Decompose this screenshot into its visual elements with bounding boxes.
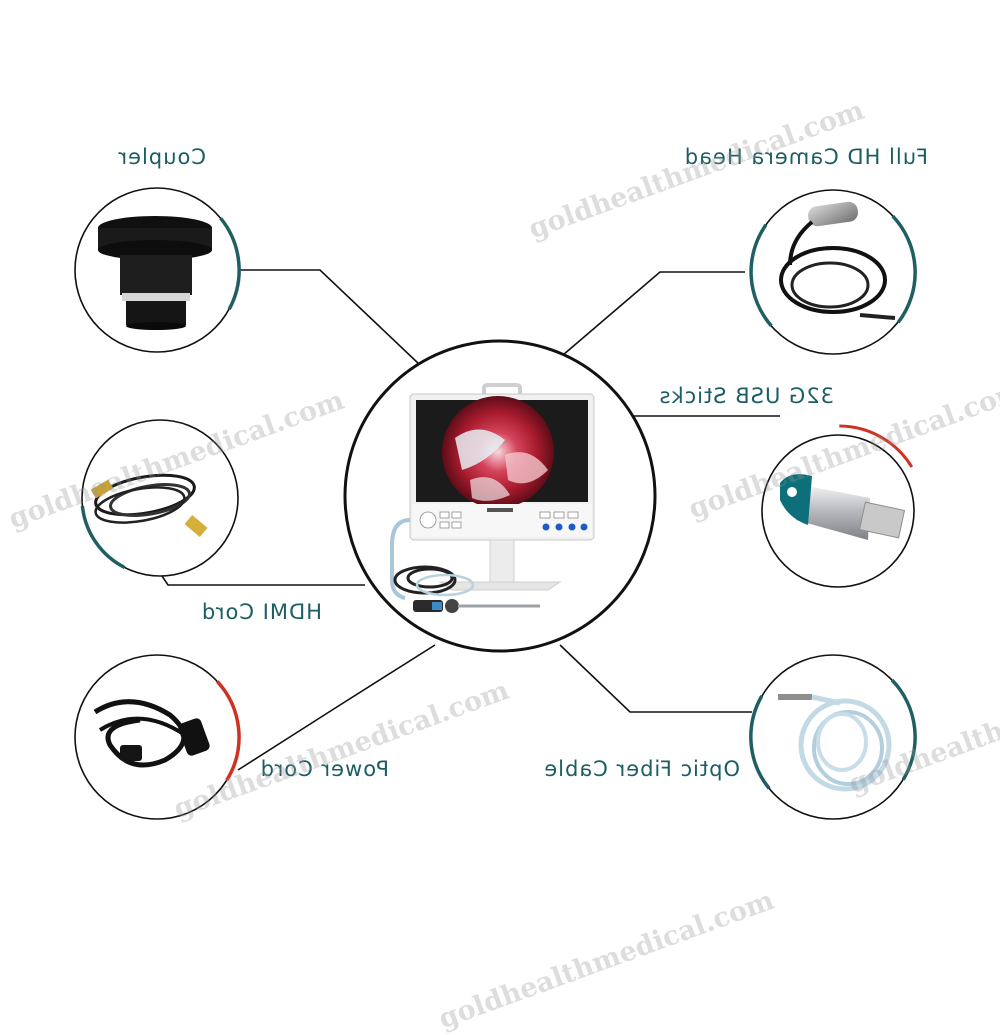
connector-lines	[159, 269, 780, 771]
camera-head-circle	[749, 189, 917, 355]
hdmi-connector	[159, 572, 365, 586]
coupler-circle	[74, 187, 241, 353]
power-connector	[237, 644, 436, 771]
optic-fiber-label: Optic Fiber Cable	[543, 757, 740, 781]
central-monitor-circle	[343, 339, 657, 653]
product-diagram	[74, 187, 917, 820]
usb-stick-circle	[761, 424, 915, 588]
hdmi-cord-label: HDMI Cord	[200, 600, 322, 624]
coupler-label: Coupler	[117, 145, 206, 169]
camera-connector	[562, 271, 745, 356]
usb-sticks-label: 32G USB Sticks	[658, 384, 835, 408]
power-cord-circle	[74, 654, 241, 820]
optic-fiber-circle	[749, 654, 917, 820]
fiber-connector	[559, 644, 752, 713]
coupler-connector	[238, 269, 421, 366]
hdmi-cord-circle	[80, 419, 239, 577]
